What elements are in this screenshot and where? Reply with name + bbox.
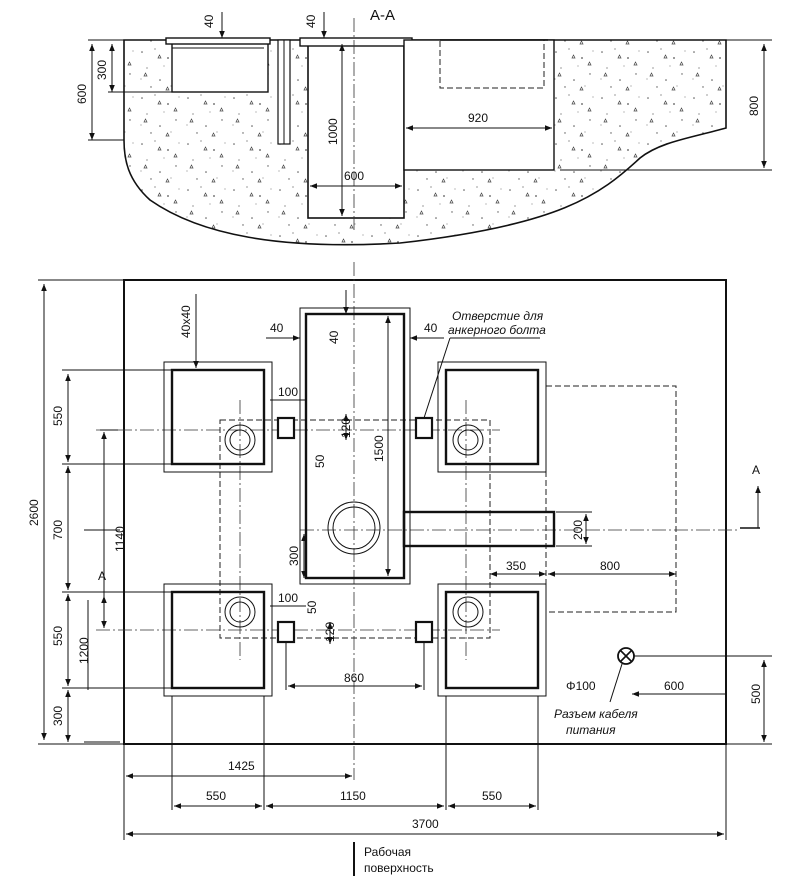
dim-700: 700 (51, 520, 65, 540)
dim-1200: 1200 (77, 637, 91, 664)
plan-view: 40x40 40 40 40 Отверстие для анкерного б… (27, 262, 772, 876)
dim-120-top: 120 (339, 418, 353, 438)
dim-40-right: 40 (424, 321, 438, 335)
pocket-top-left (163, 361, 273, 473)
dim-600-left: 600 (75, 84, 89, 104)
dim-100-bottom: 100 (278, 591, 298, 605)
anchor-hole-4 (414, 620, 434, 644)
anchor-hole-1 (276, 416, 296, 440)
pocket-top-right (437, 361, 547, 473)
dim-2600: 2600 (27, 499, 41, 526)
dim-300: 300 (95, 60, 109, 80)
left-pocket (171, 39, 269, 93)
center-pit (307, 39, 405, 219)
dim-50-mid: 50 (313, 454, 327, 468)
cable-note-line1: Разъем кабеля (554, 707, 638, 721)
hidden-outline-a (219, 419, 491, 639)
right-pocket-hidden (439, 39, 545, 89)
dim-40-left: 40 (270, 321, 284, 335)
dim-100-top: 100 (278, 385, 298, 399)
dim-3700: 3700 (412, 817, 439, 831)
dim-600: 600 (344, 169, 364, 183)
cable-connector-icon (617, 647, 635, 665)
dim-120-bottom: 120 (323, 622, 337, 642)
anchor-note-line1: Отверстие для (452, 309, 544, 323)
anchor-hole-2 (414, 416, 434, 440)
right-pit (403, 39, 555, 171)
anchor-hole-3 (276, 620, 296, 644)
anchor-note-line2: анкерного болта (448, 323, 546, 337)
center-hole-inner (332, 506, 376, 550)
dim-800-right: 800 (747, 96, 761, 116)
center-pit-outer (299, 307, 411, 585)
section-mark-right: А (752, 463, 760, 477)
dim-40-a: 40 (202, 14, 216, 28)
left-pocket-rim (165, 37, 271, 45)
dim-1000: 1000 (326, 118, 340, 145)
dim-200: 200 (571, 520, 585, 540)
work-note-line2: поверхность (364, 861, 434, 875)
dim-860: 860 (344, 671, 364, 685)
dim-1500: 1500 (372, 435, 386, 462)
dim-40-b: 40 (304, 14, 318, 28)
cable-channel (402, 510, 556, 548)
dim-40x40: 40x40 (179, 305, 193, 338)
center-pit-inner (304, 312, 406, 580)
dim-1425: 1425 (228, 759, 255, 773)
center-pit-rim (299, 37, 413, 47)
dim-1140: 1140 (113, 526, 127, 552)
dim-500: 500 (749, 684, 763, 704)
section-mark-left: А (98, 569, 106, 583)
pocket-bottom-right (437, 583, 547, 697)
dim-300-mid: 300 (287, 546, 301, 566)
section-view: А-А 40 40 300 600 1000 600 (75, 7, 772, 246)
dim-550-b1: 550 (206, 789, 226, 803)
section-title: А-А (370, 7, 395, 24)
dim-550-left-bot: 550 (51, 626, 65, 646)
pocket-bottom-left (163, 583, 273, 697)
dim-920: 920 (468, 111, 488, 125)
dim-phi100: Φ100 (566, 679, 596, 693)
center-hole-outer (327, 501, 381, 555)
work-note-line1: Рабочая (364, 845, 411, 859)
dim-50-bottom: 50 (305, 600, 319, 614)
hidden-outline-b (545, 385, 677, 613)
dim-800: 800 (600, 559, 620, 573)
cable-note-line2: питания (566, 723, 616, 737)
dim-550-left-top: 550 (51, 406, 65, 426)
dim-600-right: 600 (664, 679, 684, 693)
dim-1150: 1150 (340, 789, 366, 803)
dim-350: 350 (506, 559, 526, 573)
dim-300-bottom: 300 (51, 706, 65, 726)
dim-40-center: 40 (327, 330, 341, 344)
dim-550-b2: 550 (482, 789, 502, 803)
